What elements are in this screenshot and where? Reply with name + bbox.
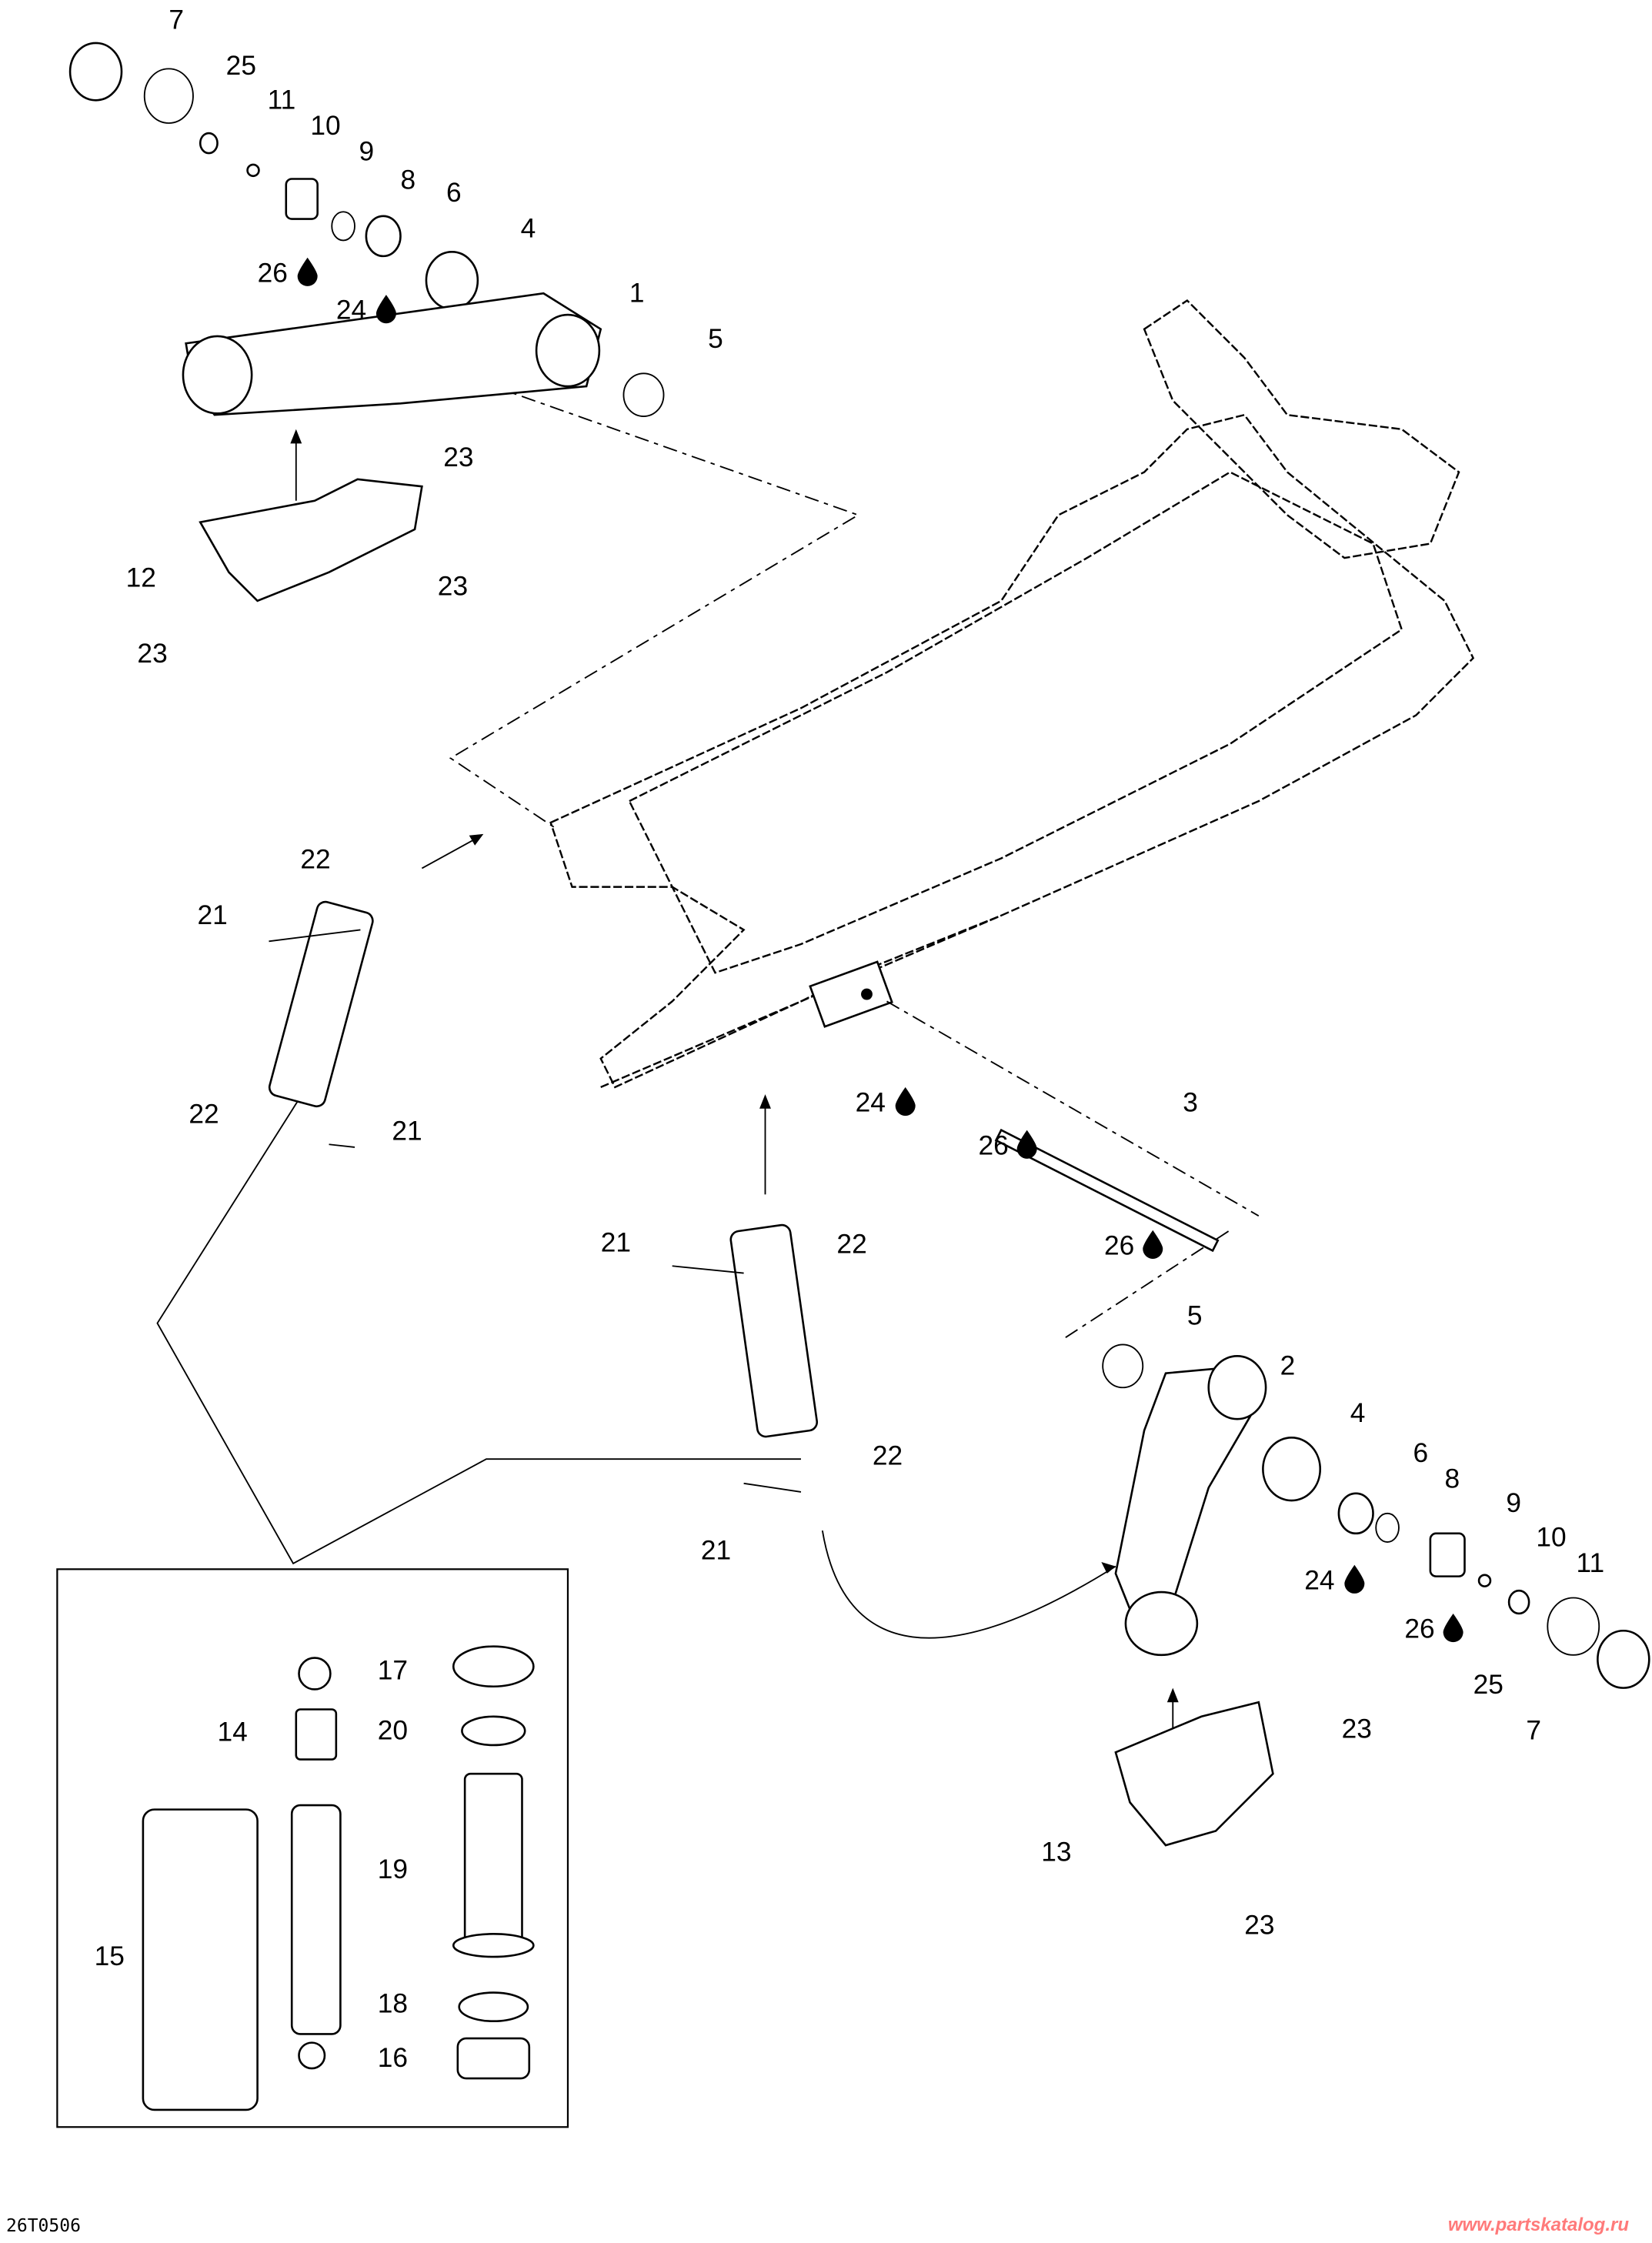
watermark: www.partskatalog.ru [1447,2215,1629,2235]
axle-shaft [994,1128,1220,1253]
oil-drop-icon [1143,1230,1163,1259]
callout-3: 3 [1183,1087,1198,1117]
oil-drop-icon [895,1086,916,1116]
callout-24: 24 [1304,1565,1334,1595]
callout-25: 25 [226,51,256,81]
bearing-right [1262,1437,1322,1502]
callout-23: 23 [1244,1910,1274,1940]
callout-8: 8 [400,165,416,195]
drawing-code: 26T0506 [6,2216,81,2236]
callout-7: 7 [1526,1716,1541,1746]
oil-drop-icon [375,295,396,324]
callout-23: 23 [1342,1714,1372,1744]
callout-labels: 7 25 11 10 9 8 6 26 4 24 1 5 23 12 23 23… [95,5,1604,2073]
oil-drop-icons [297,257,1463,1643]
callout-11: 11 [1576,1548,1604,1578]
callout-26: 26 [1104,1230,1134,1260]
damper [290,1804,342,2035]
callout-18: 18 [378,1989,408,2019]
callout-17: 17 [378,1655,408,1685]
callout-7: 7 [169,5,184,35]
callout-16: 16 [378,2043,408,2073]
callout-14: 14 [218,1717,248,1747]
callout-21: 21 [198,900,228,930]
callout-26: 26 [978,1130,1008,1160]
callout-15: 15 [95,1941,125,1971]
callout-22: 22 [836,1230,866,1260]
callout-9: 9 [359,136,375,166]
callout-21: 21 [392,1116,422,1147]
callout-5: 5 [708,324,723,354]
callout-2: 2 [1280,1351,1296,1381]
callout-22: 22 [873,1441,903,1471]
callout-4: 4 [521,214,536,244]
oil-drop-icon [1344,1564,1365,1594]
callout-5: 5 [1187,1300,1203,1330]
callout-12: 12 [126,562,156,592]
callout-25: 25 [1473,1670,1503,1700]
parts [68,42,1650,2111]
callout-23: 23 [443,442,473,472]
callout-22: 22 [300,844,330,874]
callout-22: 22 [189,1099,219,1129]
callout-8: 8 [1444,1464,1460,1494]
callout-26: 26 [1404,1614,1434,1644]
shock-left [268,900,374,1148]
hub-cap-left [68,42,123,102]
callout-10: 10 [310,111,340,141]
protector-left [199,478,423,602]
oil-drop-icon [297,257,318,286]
callout-26: 26 [258,258,288,288]
spring-coil [142,1808,259,2111]
callout-6: 6 [446,178,462,208]
protector-right [1114,1701,1274,1847]
callout-9: 9 [1506,1488,1521,1518]
chassis-frame [549,299,1475,1089]
callout-13: 13 [1041,1837,1071,1867]
callout-10: 10 [1536,1523,1566,1553]
shock-center [672,1223,819,1493]
callout-11: 11 [268,85,296,115]
callout-6: 6 [1413,1438,1429,1468]
callout-19: 19 [378,1854,408,1884]
shock-detail-inset [56,1568,569,2128]
bearing-left [425,251,479,310]
oil-drop-icon [1016,1130,1037,1159]
callout-21: 21 [701,1535,731,1565]
callout-23: 23 [438,571,468,601]
pivot-point [861,988,873,1000]
callout-1: 1 [629,278,645,308]
assembly-lines [156,386,1260,1760]
callout-20: 20 [378,1716,408,1746]
callout-4: 4 [1350,1398,1366,1428]
callout-24: 24 [336,295,366,325]
callout-21: 21 [601,1228,631,1258]
oil-drop-icon [1443,1613,1463,1643]
callout-23: 23 [137,639,167,669]
hub-cap-right [1597,1629,1650,1689]
callout-24: 24 [856,1087,886,1117]
